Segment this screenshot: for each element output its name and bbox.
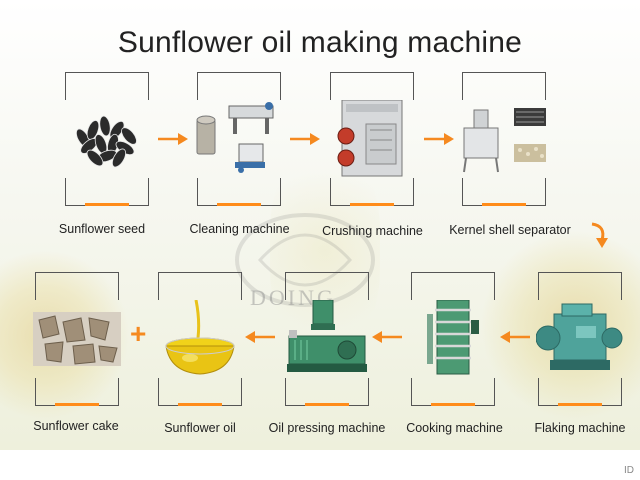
frame-accent xyxy=(305,403,349,406)
curved-down-arrow-icon xyxy=(588,220,612,250)
step-label-sunflower-seed: Sunflower seed xyxy=(52,222,152,236)
step-label-sunflower-oil: Sunflower oil xyxy=(150,421,250,435)
step-frame-flaking-machine xyxy=(538,272,622,406)
step-frame-crushing-machine xyxy=(330,72,414,206)
step-label-sunflower-cake: Sunflower cake xyxy=(26,419,126,433)
step-frame-sunflower-seed xyxy=(65,72,149,206)
step-frame-kernel-shell-separator xyxy=(462,72,546,206)
cooking-machine-icon xyxy=(409,300,497,378)
step-frame-oil-pressing-machine xyxy=(285,272,369,406)
step-frame-sunflower-cake xyxy=(35,272,119,406)
crushing-machine-icon xyxy=(328,100,416,178)
diagram-title: Sunflower oil making machine xyxy=(0,26,640,60)
frame-accent xyxy=(558,403,602,406)
step-frame-cooking-machine xyxy=(411,272,495,406)
sunflower-cake-icon xyxy=(33,300,121,378)
frame-accent xyxy=(482,203,526,206)
frame-accent xyxy=(350,203,394,206)
left-arrow-icon xyxy=(245,330,275,344)
footer-mark: ID xyxy=(624,465,634,476)
frame-accent xyxy=(55,403,99,406)
right-arrow-icon xyxy=(290,132,320,146)
oil-pressing-machine-icon xyxy=(283,300,371,378)
kernel-shell-separator-icon xyxy=(460,100,548,178)
right-arrow-icon xyxy=(424,132,454,146)
step-frame-cleaning-machine xyxy=(197,72,281,206)
right-arrow-icon xyxy=(158,132,188,146)
frame-accent xyxy=(178,403,222,406)
frame-accent xyxy=(217,203,261,206)
cleaning-machine-icon xyxy=(195,100,283,178)
step-label-cooking-machine: Cooking machine xyxy=(397,421,512,435)
step-label-cleaning-machine: Cleaning machine xyxy=(182,222,297,236)
step-label-oil-pressing-machine: Oil pressing machine xyxy=(262,421,392,435)
flaking-machine-icon xyxy=(536,300,624,378)
frame-accent xyxy=(85,203,129,206)
step-label-crushing-machine: Crushing machine xyxy=(315,224,430,238)
sunflower-seed-icon xyxy=(63,100,151,178)
step-label-kernel-shell-separator: Kernel shell separator xyxy=(440,223,580,237)
plus-symbol: + xyxy=(130,318,146,350)
left-arrow-icon xyxy=(372,330,402,344)
left-arrow-icon xyxy=(500,330,530,344)
frame-accent xyxy=(431,403,475,406)
sunflower-oil-icon xyxy=(156,300,244,378)
step-label-flaking-machine: Flaking machine xyxy=(525,421,635,435)
step-frame-sunflower-oil xyxy=(158,272,242,406)
